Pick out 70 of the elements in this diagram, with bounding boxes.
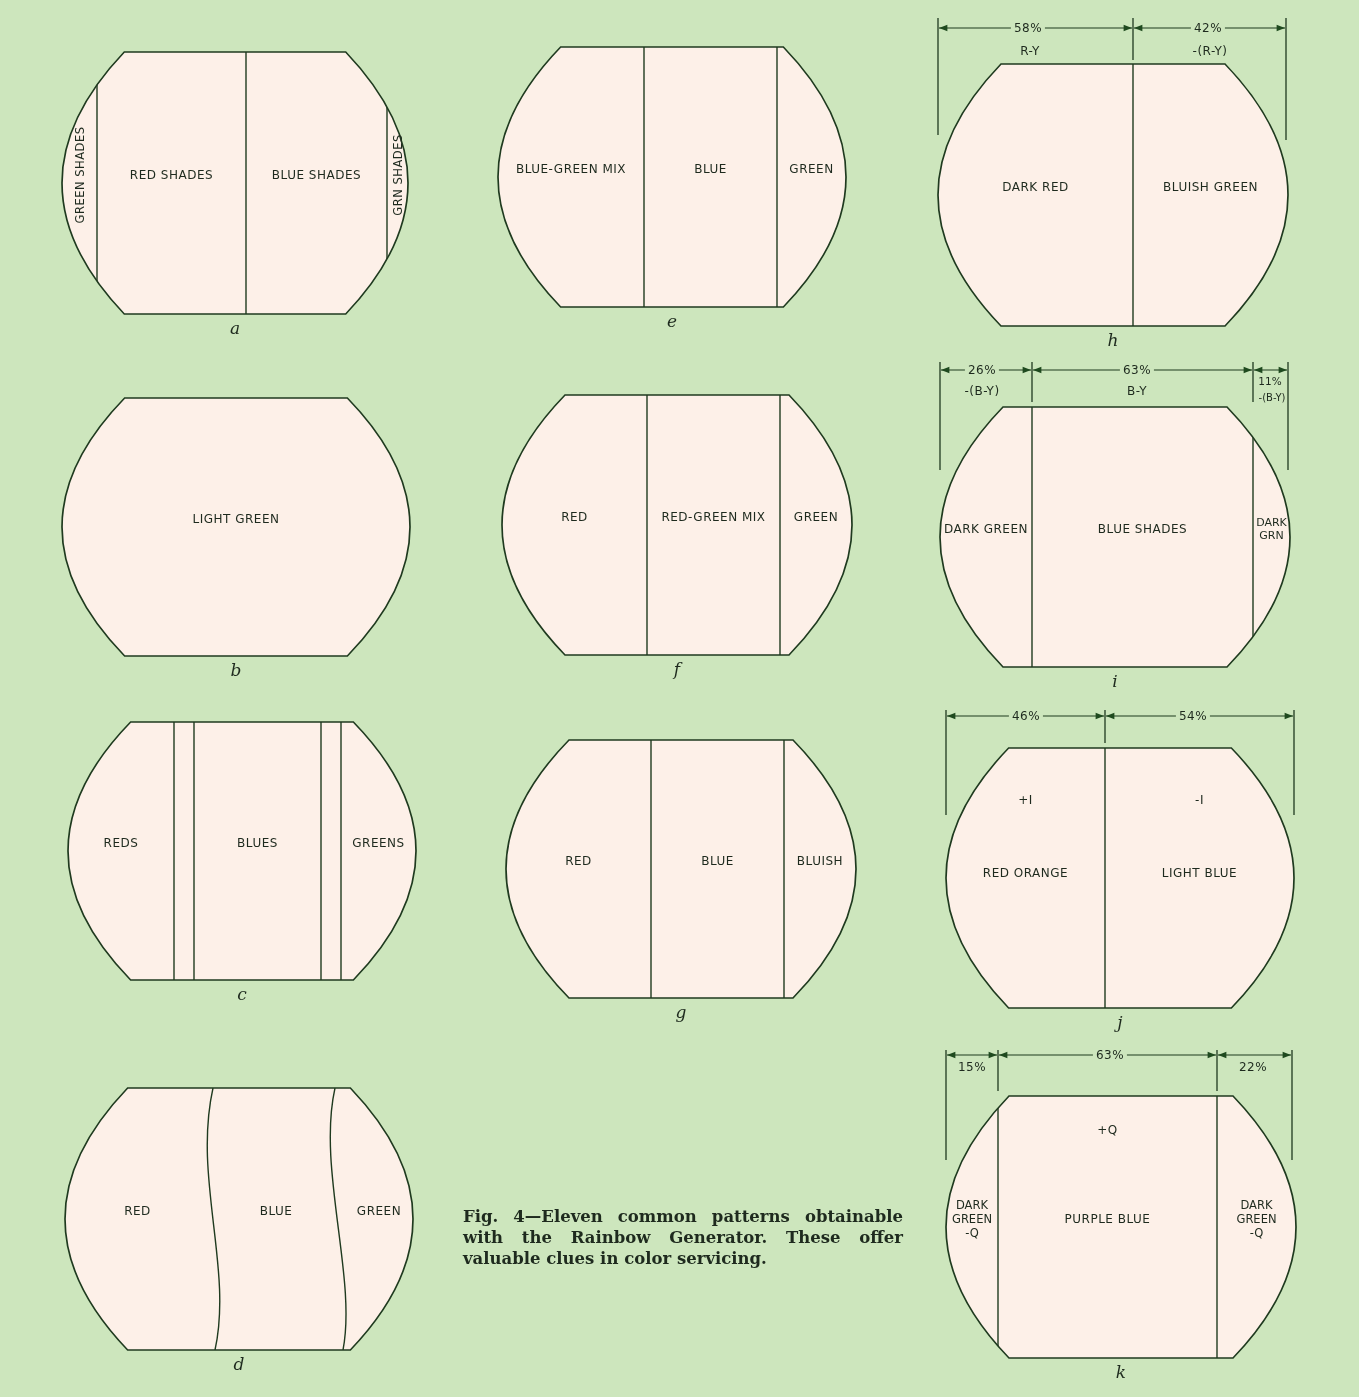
color-label: +Q xyxy=(1096,1123,1119,1138)
color-label: RED SHADES xyxy=(128,168,215,183)
color-label: BLUISH xyxy=(795,854,845,869)
color-label: DARK GREEN xyxy=(942,522,1029,537)
color-label: LIGHT BLUE xyxy=(1160,865,1239,880)
color-label: RED-GREEN MIX xyxy=(660,510,767,525)
signal-label: B-Y xyxy=(1127,384,1147,398)
figure-letter: c xyxy=(237,984,247,1004)
color-label: DARK GRN xyxy=(1255,516,1288,543)
dimension-value: 26% xyxy=(964,363,1000,377)
figure-letter: h xyxy=(1107,330,1119,350)
color-label: GREENS xyxy=(351,836,406,851)
color-label: DARK GREEN -Q xyxy=(950,1198,993,1241)
color-label: BLUE xyxy=(700,854,735,869)
signal-label: -(R-Y) xyxy=(1192,44,1228,58)
dimension-value: 46% xyxy=(1008,709,1044,723)
figure-letter: d xyxy=(233,1354,245,1374)
tv-screen xyxy=(498,47,846,307)
color-label: PURPLE BLUE xyxy=(1063,1212,1152,1227)
figure-letter: a xyxy=(229,318,241,338)
color-label: RED xyxy=(564,854,593,869)
dimension-value: 54% xyxy=(1175,709,1211,723)
signal-label: -(B-Y) xyxy=(964,384,1000,398)
color-label: LIGHT GREEN xyxy=(191,512,281,527)
color-label: GREEN xyxy=(355,1204,403,1219)
dimension-value: 22% xyxy=(1238,1060,1268,1074)
color-label: BLUES xyxy=(236,836,279,851)
dimension-value: 15% xyxy=(957,1060,987,1074)
color-label: DARK RED xyxy=(1001,180,1070,195)
dimension-value: 42% xyxy=(1190,21,1226,35)
tv-screen xyxy=(940,407,1290,667)
tv-screen xyxy=(502,395,852,655)
figure-letter: e xyxy=(666,311,678,331)
color-label: BLUISH GREEN xyxy=(1162,180,1259,195)
dimension-value: 63% xyxy=(1092,1048,1128,1062)
figure-letter: b xyxy=(230,660,242,680)
tv-screen xyxy=(946,1096,1296,1358)
figure-letter: f xyxy=(673,659,681,679)
tv-screen xyxy=(62,398,410,656)
color-label: BLUE-GREEN MIX xyxy=(514,162,628,177)
signal-label: -(B-Y) xyxy=(1258,391,1286,403)
figure-letter: k xyxy=(1115,1362,1127,1382)
color-label: GREEN SHADES xyxy=(72,126,87,224)
tv-screen xyxy=(68,722,416,980)
dimension-value: 11% xyxy=(1258,375,1282,387)
signal-label: R-Y xyxy=(1020,44,1040,58)
dimension-value: 63% xyxy=(1119,363,1155,377)
color-label: REDS xyxy=(102,836,140,851)
color-label: RED xyxy=(123,1204,152,1219)
figure-caption: Fig. 4—Eleven common patterns obtainable with the Rainbow Generator. These offer valuable clues in color servicing. xyxy=(463,1206,903,1269)
tv-screen xyxy=(65,1088,413,1350)
color-label: GREEN xyxy=(792,510,840,525)
color-label: RED xyxy=(560,510,589,525)
tv-screen xyxy=(506,740,856,998)
color-label: BLUE xyxy=(693,162,728,177)
color-label: -I xyxy=(1194,793,1205,807)
color-label: RED ORANGE xyxy=(981,865,1070,880)
figure-letter: g xyxy=(675,1002,687,1022)
tv-screen xyxy=(946,748,1294,1008)
color-label: BLUE SHADES xyxy=(1096,522,1189,537)
color-label: GRN SHADES xyxy=(390,134,405,216)
color-label: BLUE SHADES xyxy=(270,168,363,183)
color-label: GREEN xyxy=(788,162,835,177)
color-label: +I xyxy=(1017,793,1034,807)
color-label: BLUE xyxy=(258,1204,294,1219)
tv-screen xyxy=(938,64,1288,326)
tv-screen xyxy=(62,52,408,314)
dimension-value: 58% xyxy=(1010,21,1046,35)
color-label: DARK GREEN -Q xyxy=(1235,1198,1278,1241)
figure-letter: i xyxy=(1112,671,1118,691)
